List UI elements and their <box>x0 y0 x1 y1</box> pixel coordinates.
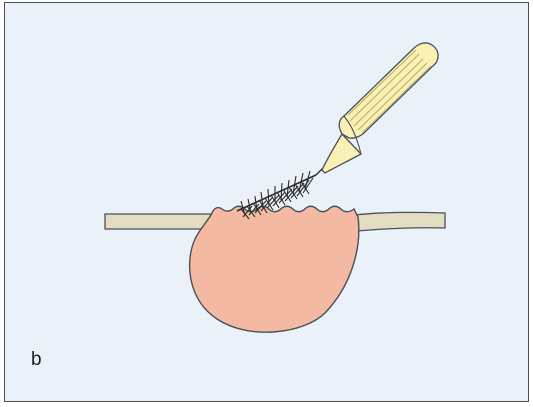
panel-label: b <box>31 349 42 371</box>
figure-panel: b <box>4 2 529 402</box>
brush-handle <box>316 43 438 175</box>
brush-illustration <box>5 3 530 403</box>
lesion-pocket <box>190 206 359 332</box>
